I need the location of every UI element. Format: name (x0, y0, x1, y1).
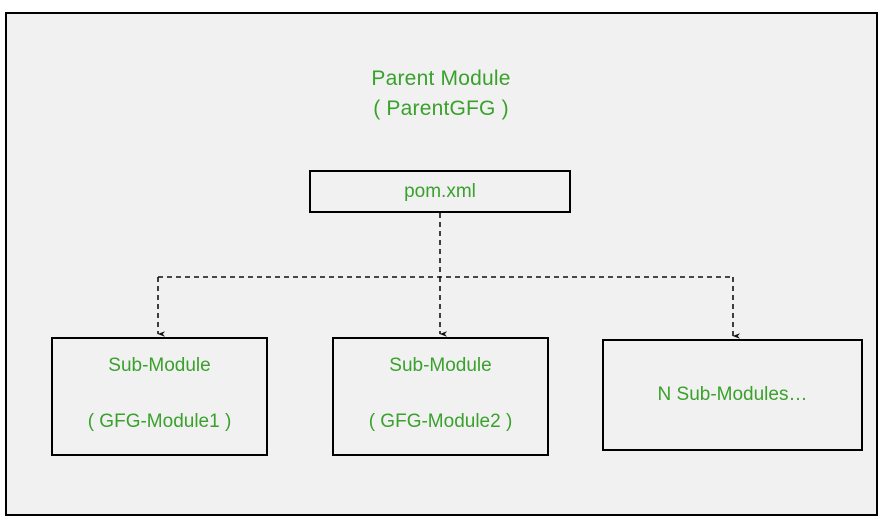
node-n-sub-modules-label: N Sub-Modules… (657, 384, 808, 405)
page-title-line-1: Parent Module (371, 67, 511, 90)
node-sub-module-2: Sub-Module ( GFG-Module2 ) (332, 337, 549, 456)
node-pom-xml-label: pom.xml (404, 180, 476, 202)
page-title: Parent Module ( ParentGFG ) (241, 64, 641, 124)
node-sub-module-1: Sub-Module ( GFG-Module1 ) (51, 337, 268, 456)
node-sub-module-1-line-2: ( GFG-Module1 ) (87, 411, 232, 432)
node-sub-module-1-line-1: Sub-Module (108, 355, 211, 376)
node-sub-module-2-line-1: Sub-Module (389, 355, 492, 376)
page-title-line-2: ( ParentGFG ) (373, 97, 509, 120)
node-pom-xml: pom.xml (309, 170, 571, 213)
node-sub-module-2-line-2: ( GFG-Module2 ) (368, 411, 513, 432)
node-n-sub-modules: N Sub-Modules… (602, 339, 863, 451)
